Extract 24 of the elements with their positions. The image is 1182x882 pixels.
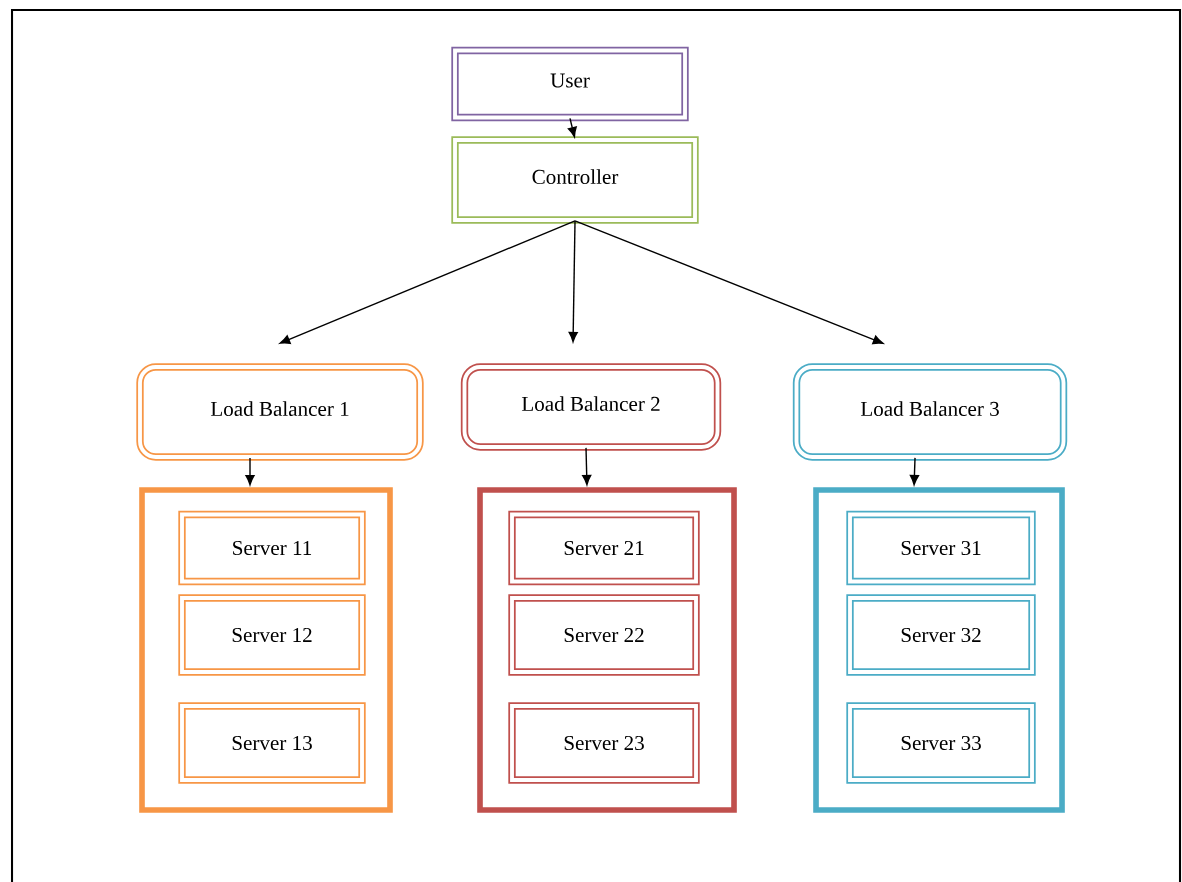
server-box: Server 22 (508, 594, 700, 676)
server-box: Server 23 (508, 702, 700, 784)
process-box: User (451, 46, 689, 122)
arrow (279, 220, 576, 345)
arrow (909, 457, 920, 486)
arrow (568, 220, 578, 343)
arrow (582, 447, 592, 486)
arrow (567, 117, 577, 138)
load-balancer-box: Load Balancer 3 (792, 363, 1068, 461)
server-box: Server 12 (178, 594, 366, 676)
server-box: Server 11 (178, 510, 366, 586)
server-box: Server 13 (178, 702, 366, 784)
server-group-box (813, 487, 1065, 813)
arrow (574, 220, 884, 345)
server-group-box (477, 487, 737, 813)
server-box: Server 32 (846, 594, 1036, 676)
server-box: Server 33 (846, 702, 1036, 784)
process-box: Controller (451, 136, 699, 224)
server-group-box (139, 487, 393, 813)
arrow (245, 457, 255, 486)
load-balancer-box: Load Balancer 2 (460, 363, 722, 451)
server-box: Server 31 (846, 510, 1036, 586)
load-balancer-box: Load Balancer 1 (136, 363, 424, 461)
server-box: Server 21 (508, 510, 700, 586)
